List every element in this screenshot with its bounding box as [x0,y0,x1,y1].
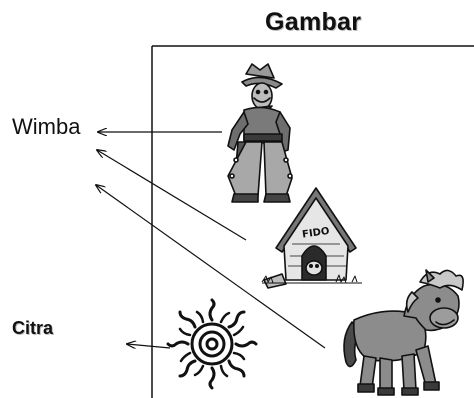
sun-icon [168,300,256,388]
pony-icon [344,270,463,395]
doghouse-icon: FIDO [262,188,362,288]
arrow-sun-to-citra [127,344,170,348]
arrow-doghouse-to-wimba [97,150,246,240]
cowboy-icon [228,64,292,202]
